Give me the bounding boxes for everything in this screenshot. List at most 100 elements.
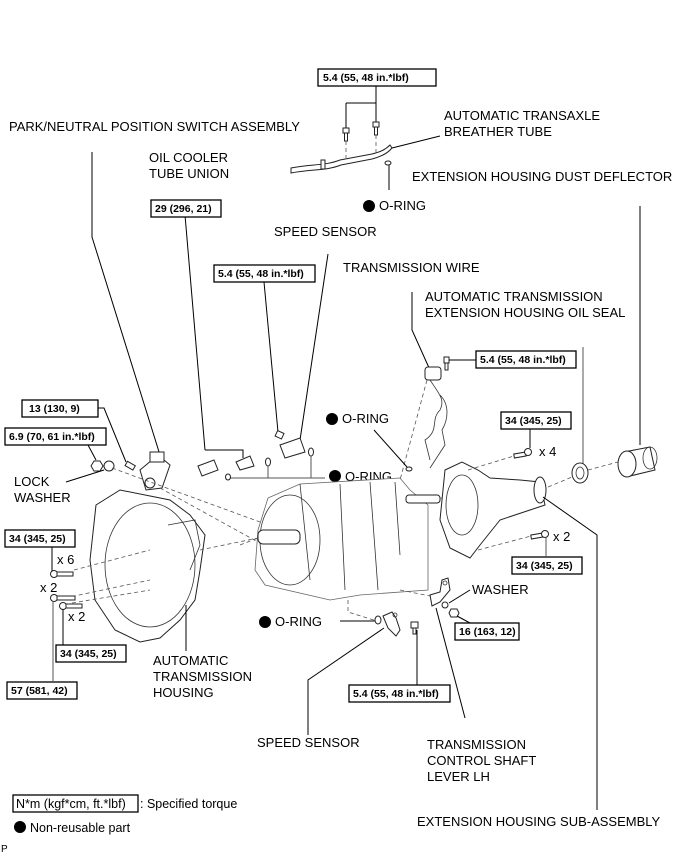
qty-housing-x2-a: x 2 [40, 580, 57, 595]
bolt-icon [410, 621, 419, 635]
label-housing-1: AUTOMATIC [153, 653, 228, 668]
leader-pn-bolt [98, 407, 127, 463]
torque-pn-nut: 6.9 (70, 61 in.*lbf) [9, 431, 95, 443]
torque-box-housing-x2-a [6, 681, 78, 700]
torque-pn-bolt: 13 (130, 9) [29, 403, 80, 415]
legend-torque-sample: N*m (kgf*cm, ft.*lbf) [16, 797, 126, 811]
qty-ext-x4: x 4 [539, 444, 556, 459]
torque-wire-bolt: 5.4 (55, 48 in.*lbf) [480, 354, 566, 366]
label-housing-3: HOUSING [153, 685, 214, 700]
transmission-wire-icon [424, 356, 450, 469]
lock-washer-icon [103, 460, 115, 472]
breather-tube-group: 5.4 (55, 48 in.*lbf) [290, 68, 441, 190]
clip-icon [320, 159, 326, 170]
speed-sensor-top-icon [274, 429, 306, 459]
torque-ext-x4: 34 (345, 25) [505, 415, 562, 427]
label-transmission-wire: TRANSMISSION WIRE [343, 260, 480, 275]
label-lock-washer-2: WASHER [14, 490, 71, 505]
torque-box-housing-x2-b [55, 644, 127, 663]
leader-oring-mid1 [373, 429, 408, 468]
label-control-lever-3: LEVER LH [427, 769, 490, 784]
label-oil-cooler-1: OIL COOLER [149, 150, 228, 165]
oring-icon [384, 160, 392, 166]
bolt-icon [124, 460, 137, 471]
nonreusable-dot-icon [363, 200, 375, 212]
torque-housing-x2-b: 34 (345, 25) [60, 648, 117, 660]
leader-oil-cooler [184, 214, 206, 451]
label-oil-cooler-2: TUBE UNION [149, 166, 229, 181]
oring-icon [374, 615, 382, 625]
label-park-neutral-switch: PARK/NEUTRAL POSITION SWITCH ASSEMBLY [9, 119, 300, 134]
qty-housing-x2-b: x 2 [68, 609, 85, 624]
breather-tube-icon [290, 144, 393, 174]
label-housing-2: TRANSMISSION [153, 669, 252, 684]
leader-breather-tube [391, 135, 441, 149]
leader-speed-sensor-bolt [263, 281, 279, 433]
torque-lever-nut: 16 (163, 12) [459, 626, 516, 638]
legend-torque-box [12, 794, 139, 813]
torque-box-housing-x6 [4, 529, 76, 548]
torque-breather: 5.4 (55, 48 in.*lbf) [323, 72, 409, 84]
torque-box-ext-x2 [511, 556, 583, 575]
torque-box-speed-sensor-bottom [348, 684, 451, 703]
label-control-lever-1: TRANSMISSION [427, 737, 526, 752]
leader-speed-sensor-top [299, 253, 329, 441]
leader-oil-cooler-branch [205, 449, 244, 458]
leader-pn-switch [91, 152, 161, 456]
assembly-line [547, 461, 619, 488]
torque-box-ext-x4 [500, 411, 572, 430]
leader-lever-nut [456, 615, 471, 624]
label-dust-deflector: EXTENSION HOUSING DUST DEFLECTOR [412, 169, 672, 184]
label-speed-sensor-top: SPEED SENSOR [274, 224, 377, 239]
qty-ext-x2: x 2 [553, 529, 570, 544]
nut-icon [90, 460, 104, 472]
label-lock-washer-1: LOCK [14, 474, 50, 489]
assembly-line [467, 455, 532, 551]
assembly-line [399, 379, 428, 481]
leader-extension-housing [542, 496, 598, 810]
park-neutral-switch-icon [139, 451, 171, 491]
torque-housing-x6: 34 (345, 25) [9, 533, 66, 545]
extension-housing-icon [439, 461, 547, 559]
legend: N*m (kgf*cm, ft.*lbf) : Specified torque… [12, 794, 237, 835]
leader-transmission-wire [411, 292, 431, 371]
label-oil-seal-1: AUTOMATIC TRANSMISSION [425, 289, 603, 304]
assembly-line [345, 135, 377, 158]
bolt-icon [342, 121, 380, 142]
legend-torque-desc: : Specified torque [140, 797, 237, 811]
nonreusable-dot-icon [14, 821, 26, 833]
legend-nonreusable-desc: Non-reusable part [30, 821, 131, 835]
torque-box-oil-cooler [150, 199, 222, 218]
leader-control-lever [435, 607, 466, 719]
label-washer: WASHER [472, 582, 529, 597]
label-speed-sensor-bottom: SPEED SENSOR [257, 735, 360, 750]
oring-icon [265, 457, 271, 467]
housing-bolt-icon [50, 570, 83, 610]
torque-box-lever-nut [454, 622, 520, 641]
torque-oil-cooler: 29 (296, 21) [155, 203, 212, 215]
leader-oring-mid2 [230, 456, 325, 479]
transmission-case-icon [254, 477, 441, 601]
leader-breather-bolts [345, 86, 377, 128]
oring-icon [308, 447, 314, 457]
transmission-housing-icon [89, 489, 206, 643]
leader-lock-washer [65, 469, 105, 483]
leader-pn-nut [87, 444, 97, 461]
torque-speed-sensor-top: 5.4 (55, 48 in.*lbf) [218, 268, 304, 280]
nonreusable-dot-icon [329, 470, 341, 482]
nonreusable-dot-icon [326, 413, 338, 425]
torque-box-pn-nut [4, 427, 107, 446]
label-oring-bottom: O-RING [275, 614, 322, 629]
label-oring-top: O-RING [379, 198, 426, 213]
leader-washer [448, 589, 471, 604]
torque-ext-x2: 34 (345, 25) [516, 560, 573, 572]
corner-mark: P [1, 844, 8, 854]
leader-speed-sensor-bottom [307, 627, 385, 735]
label-breather-1: AUTOMATIC TRANSAXLE [444, 108, 600, 123]
oil-cooler-union-icon [197, 455, 255, 477]
torque-box-breather [317, 68, 437, 87]
speed-sensor-bottom-icon [382, 611, 401, 637]
oring-icon [405, 466, 413, 472]
torque-housing-x2-a: 57 (581, 42) [11, 685, 68, 697]
